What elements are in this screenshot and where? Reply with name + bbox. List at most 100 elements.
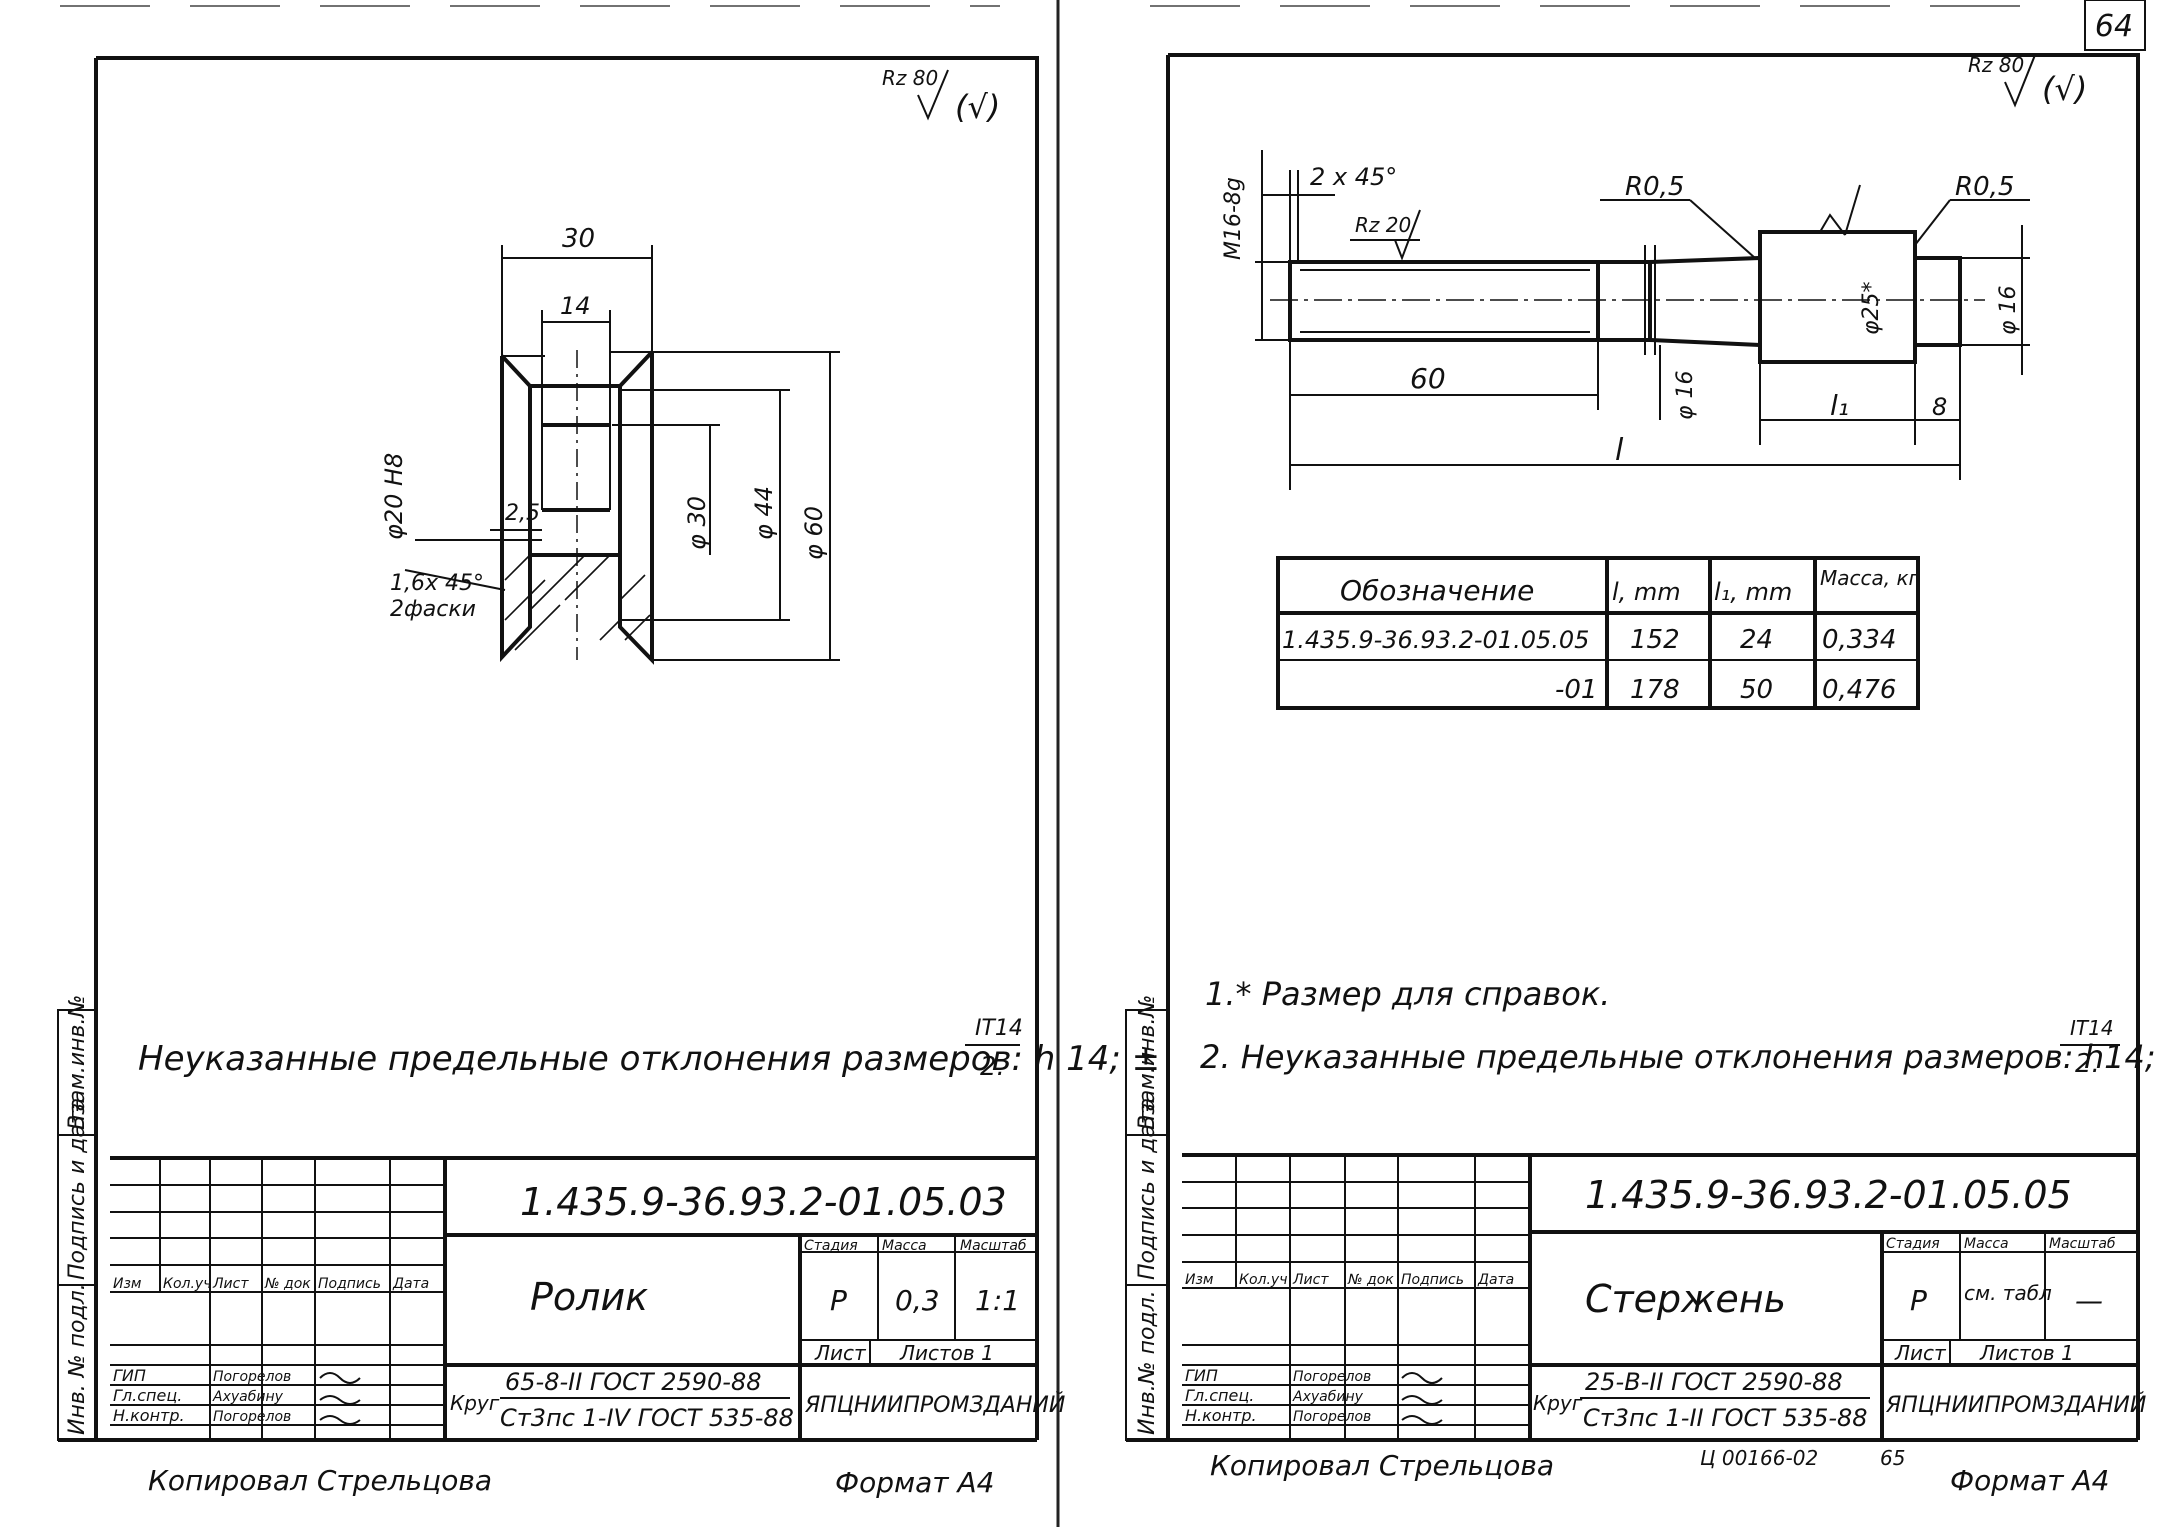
sheets-label-right: Листов 1 (1979, 1341, 2074, 1365)
dim-phi20-h8: φ20 H8 (380, 453, 408, 540)
dim-l1: l₁ (1830, 389, 1849, 422)
stamp-replace-label: Взам.инв.№ (65, 995, 90, 1130)
organization: ЯПЦНИИПРОМЗДАНИЙ (804, 1392, 1065, 1418)
material-prefix: Круг (450, 1391, 500, 1415)
variants-table: Обозначение l, mm l₁, mm Масса, кг 1.435… (1276, 556, 1920, 710)
mass-value: 0,3 (895, 1284, 940, 1317)
format-label-right: Формат А4 (1950, 1464, 2109, 1497)
dim-phi30: φ 30 (683, 496, 711, 550)
table-cell: 1.435.9-36.93.2-01.05.05 (1282, 626, 1589, 654)
right-sheet: Инв.№ подл. Подпись и дата Взам.инв.№ Rz… (1125, 53, 2161, 1497)
role-gip-right: ГИП (1185, 1366, 1218, 1385)
dim-chamfer-right: 2 x 45° (1310, 163, 1397, 191)
col-list: Лист (212, 1276, 249, 1292)
name-gip-right: Погорелов (1293, 1369, 1371, 1385)
dim-8: 8 (1932, 393, 1947, 421)
scale-value: 1:1 (975, 1284, 1020, 1317)
stage-label-right: Стадия (1886, 1236, 1940, 1252)
table-cell: 178 (1630, 675, 1680, 705)
dim-r05-left: R0,5 (1625, 172, 1684, 202)
dim-2-5: 2,5 (505, 501, 540, 526)
table-header-designation: Обозначение (1340, 574, 1534, 607)
material-line2-right: Ст3пс 1-II ГОСТ 535-88 (1583, 1404, 1868, 1432)
order-page: 65 (1880, 1446, 1905, 1470)
roughness-mark: (√) (955, 88, 1000, 126)
scale-label-right: Масштаб (2049, 1236, 2116, 1252)
dim-phi16-right: φ 16 (1996, 285, 2021, 335)
material-line1: 65-8-II ГОСТ 2590-88 (505, 1368, 762, 1396)
role-gl-spec: Гл.спец. (113, 1386, 182, 1405)
col-kol-uch-right: Кол.уч (1239, 1272, 1287, 1288)
right-title-block: Изм Кол.уч Лист № док Подпись Дата ГИП Г… (1182, 1153, 2146, 1440)
table-cell: 24 (1740, 625, 1773, 655)
role-n-kontr: Н.контр. (113, 1406, 185, 1425)
stamp-inv-label-right: Инв.№ подл. (1135, 1290, 1160, 1435)
designation-right: 1.435.9-36.93.2-01.05.05 (1585, 1173, 2072, 1217)
stage-label: Стадия (804, 1238, 858, 1254)
col-doc-right: № док (1347, 1272, 1394, 1288)
stamp-inv-label: Инв. № подл. (65, 1283, 90, 1435)
note-reference-size: 1.* Размер для справок. (1205, 975, 1610, 1013)
roller-section-view: 30 14 2,5 φ20 H8 1,6x 45° 2фаски φ 30 φ … (380, 224, 840, 665)
col-kol-uch: Кол.уч (163, 1276, 211, 1292)
left-general-note: Неуказанные предельные отклонения размер… (138, 1016, 1160, 1082)
table-cell: -01 (1555, 675, 1597, 705)
roughness-tick (1819, 213, 1846, 236)
dim-thread: M16-8g (1221, 177, 1246, 260)
col-signature-right: Подпись (1401, 1272, 1464, 1288)
copied-by: Копировал Стрельцова (148, 1464, 492, 1497)
roughness-value: Rz 80 (882, 66, 938, 90)
col-date: Дата (392, 1276, 429, 1292)
role-gl-spec-right: Гл.спец. (1185, 1386, 1254, 1405)
table-cell: 0,334 (1822, 625, 1896, 655)
order-number: Ц 00166-02 (1700, 1446, 1818, 1470)
copied-by-right: Копировал Стрельцова (1210, 1449, 1554, 1482)
sheet-label-right: Лист (1894, 1341, 1947, 1365)
scale-value-right: — (2075, 1284, 2103, 1317)
part-name-right: Стержень (1585, 1277, 1786, 1321)
signature-scribbles-right (1401, 1372, 1443, 1425)
mass-label-right: Масса (1964, 1236, 2009, 1252)
stamp-signature-label-right: Подпись и дата (1135, 1098, 1160, 1280)
designation: 1.435.9-36.93.2-01.05.03 (520, 1180, 1007, 1224)
note-fraction-top-right: IT14 (2070, 1016, 2114, 1040)
table-header-l: l, mm (1612, 578, 1681, 606)
signature-scribbles (319, 1372, 361, 1425)
dim-rz20: Rz 20 (1355, 213, 1411, 237)
left-roughness-symbol: Rz 80 (√) (882, 66, 1000, 126)
page-number: 64 (2095, 9, 2133, 44)
col-izm-right: Изм (1185, 1272, 1214, 1288)
left-side-stamp: Инв. № подл. Подпись и дата Взам.инв.№ (57, 995, 97, 1441)
right-side-stamp: Инв.№ подл. Подпись и дата Взам.инв.№ (1125, 995, 1169, 1441)
role-n-kontr-right: Н.контр. (1185, 1406, 1257, 1425)
col-izm: Изм (113, 1276, 142, 1292)
sheet-label: Лист (814, 1341, 867, 1365)
mass-value-right: см. табл (1964, 1281, 2052, 1305)
dim-r05-right: R0,5 (1955, 172, 2014, 202)
col-date-right: Дата (1477, 1272, 1514, 1288)
table-cell: 152 (1630, 625, 1680, 655)
stage-value-right: Р (1910, 1284, 1927, 1317)
mass-label: Масса (882, 1238, 927, 1254)
table-header-mass: Масса, кг (1820, 566, 1920, 590)
dim-l: l (1615, 433, 1624, 468)
note-tolerances-right: 2. Неуказанные предельные отклонения раз… (1200, 1038, 2161, 1076)
left-frame (96, 56, 1039, 1440)
table-header-l1: l₁, mm (1714, 578, 1792, 606)
stamp-replace-label-right: Взам.инв.№ (1135, 995, 1160, 1130)
note-fraction-bottom: 2. (980, 1052, 1005, 1082)
page-number-box (2084, 0, 2146, 51)
col-list-right: Лист (1292, 1272, 1329, 1288)
name-gl-spec-right: Ахуабину (1292, 1389, 1364, 1405)
left-sheet: Инв. № подл. Подпись и дата Взам.инв.№ R… (57, 56, 1160, 1499)
scale-label: Масштаб (960, 1238, 1027, 1254)
name-n-kontr: Погорелов (213, 1409, 291, 1425)
dim-30: 30 (562, 224, 595, 254)
roughness-value-right: Rz 80 (1968, 53, 2024, 77)
organization-right: ЯПЦНИИПРОМЗДАНИЙ (1885, 1392, 2146, 1418)
stage-value: Р (830, 1284, 847, 1317)
dim-phi25: φ25* (1859, 281, 1884, 335)
rod-view: M16-8g 2 x 45° Rz 20 60 R0,5 R0,5 φ25* (1221, 150, 2030, 490)
table-cell: 0,476 (1822, 675, 1896, 705)
dim-chamfers-count: 2фаски (390, 597, 476, 622)
